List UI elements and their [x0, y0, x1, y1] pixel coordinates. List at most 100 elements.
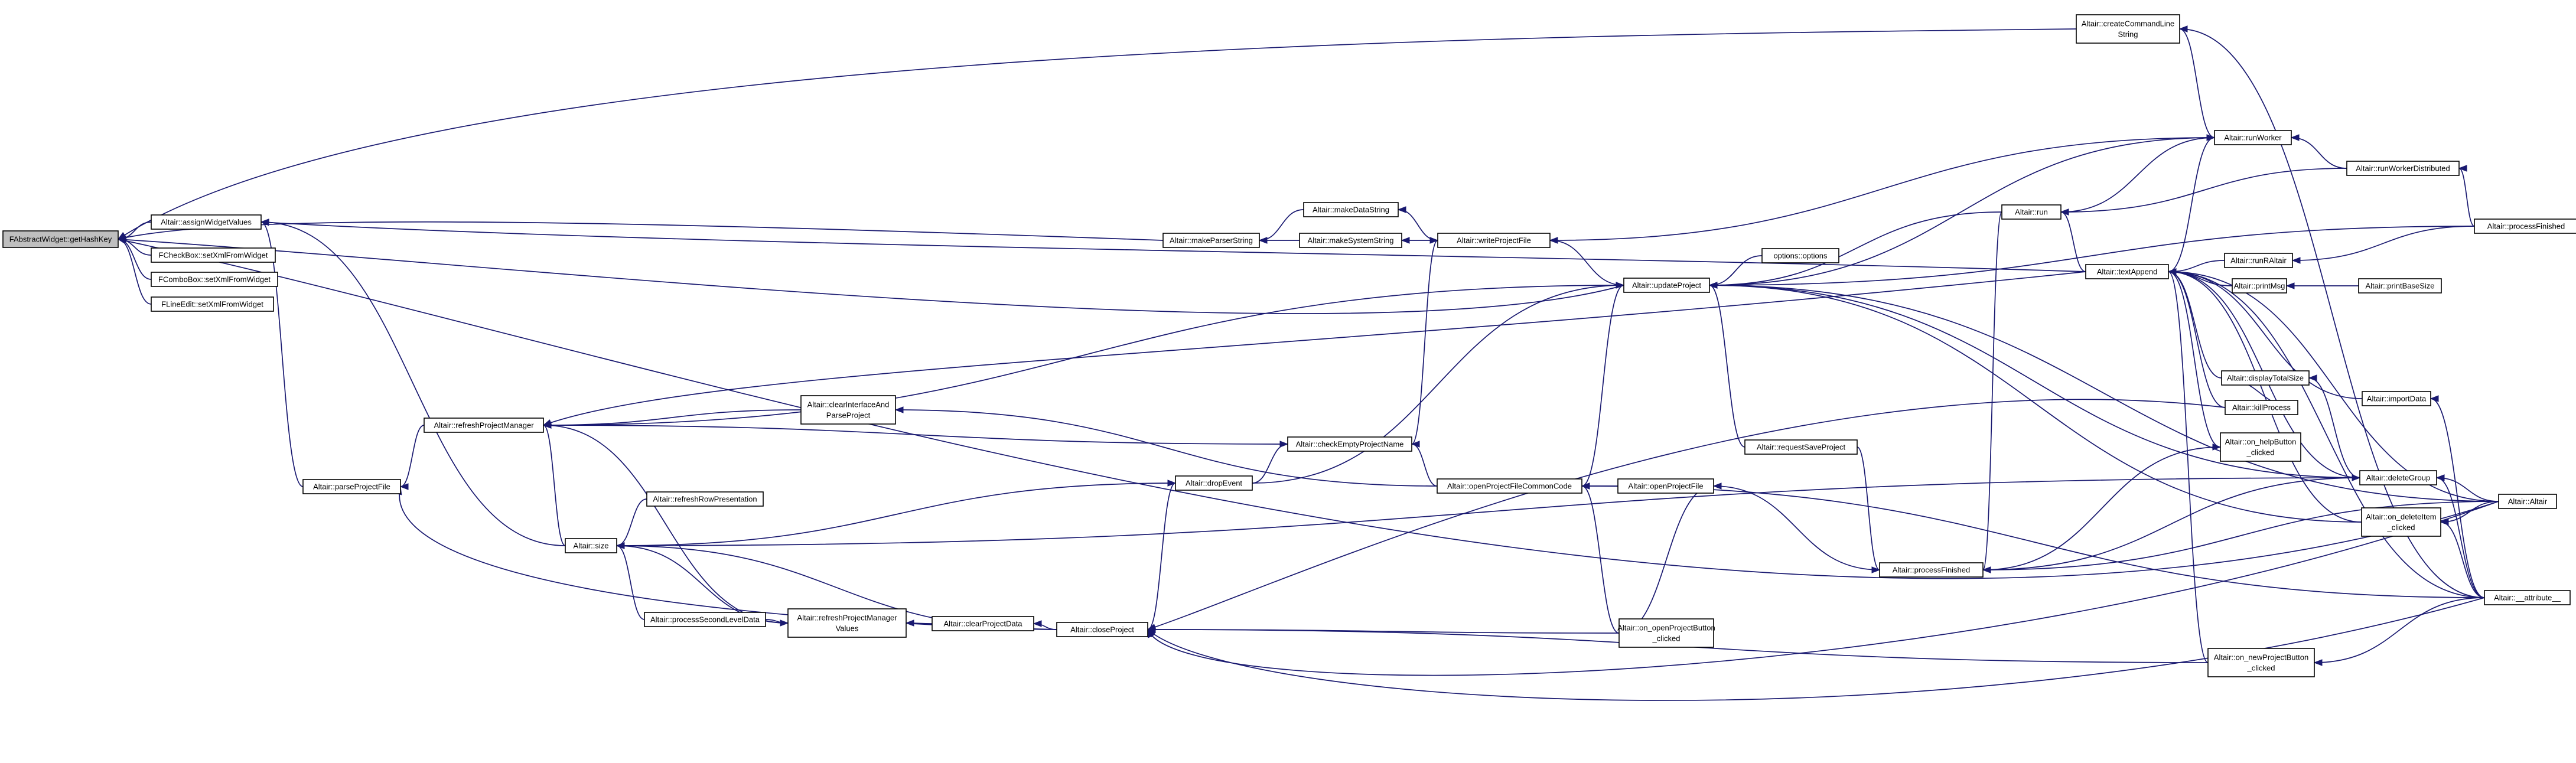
- node-onHelp[interactable]: Altair::on_helpButton_clicked: [2220, 432, 2301, 462]
- node-box: [151, 214, 262, 230]
- node-printBaseSize[interactable]: Altair::printBaseSize: [2358, 278, 2442, 294]
- node-fline[interactable]: FLineEdit::setXmlFromWidget: [151, 296, 274, 312]
- node-processFinished2[interactable]: Altair::processFinished: [2474, 219, 2576, 234]
- node-displayTotal[interactable]: Altair::displayTotalSize: [2221, 370, 2310, 386]
- call-edge-attribute-to-openCommon: [1581, 482, 2485, 598]
- edge-line: [1411, 240, 1438, 445]
- node-label: Altair::createCommandLine: [2082, 19, 2175, 28]
- edge-line: [2060, 168, 2347, 213]
- call-edge-attribute-to-importData: [2430, 395, 2485, 598]
- node-box: [1744, 439, 1858, 455]
- node-onNewProject[interactable]: Altair::on_newProjectButton_clicked: [2207, 648, 2315, 677]
- node-runWorker[interactable]: Altair::runWorker: [2214, 130, 2292, 145]
- call-edge-processFinished-to-openProjectFile: [1712, 482, 1880, 570]
- node-box: [1761, 248, 1839, 263]
- call-edge-checkEmpty-to-refreshPM: [542, 422, 1288, 445]
- node-dropEvent[interactable]: Altair::dropEvent: [1175, 475, 1253, 491]
- node-printMsg[interactable]: Altair::printMsg: [2232, 278, 2287, 294]
- edge-line: [543, 425, 1288, 445]
- node-killProcess[interactable]: Altair::killProcess: [2225, 400, 2298, 415]
- node-label: Altair::parseProjectFile: [313, 482, 390, 491]
- node-box: [151, 296, 274, 312]
- call-edge-textAppend-to-runWorker: [2168, 134, 2216, 272]
- edge-arrowhead: [1982, 566, 1991, 573]
- node-deleteGroup[interactable]: Altair::deleteGroup: [2359, 470, 2437, 485]
- node-textAppend[interactable]: Altair::textAppend: [2085, 264, 2169, 279]
- edge-line: [1411, 444, 1438, 487]
- edge-arrowhead: [399, 483, 409, 490]
- node-options[interactable]: options::options: [1761, 248, 1839, 263]
- node-box: [1617, 478, 1714, 494]
- edge-arrowhead: [1033, 620, 1042, 627]
- node-parseProjectFile[interactable]: Altair::parseProjectFile: [302, 479, 401, 494]
- node-runWorkerDist[interactable]: Altair::runWorkerDistributed: [2346, 161, 2460, 176]
- node-label: Altair::refreshProjectManager: [434, 421, 534, 430]
- node-fcombo[interactable]: FComboBox::setXmlFromWidget: [151, 272, 278, 287]
- node-refreshPM[interactable]: Altair::refreshProjectManager: [424, 418, 544, 433]
- node-refreshRow[interactable]: Altair::refreshRowPresentation: [646, 491, 764, 507]
- node-closeProject[interactable]: Altair::closeProject: [1056, 622, 1148, 637]
- node-updateProject[interactable]: Altair::updateProject: [1623, 278, 1710, 293]
- node-attribute[interactable]: Altair::__attribute__: [2484, 590, 2571, 605]
- call-edge-altairCtor-to-deleteGroup: [2435, 474, 2499, 502]
- node-box: [2221, 370, 2310, 386]
- node-box: [1623, 278, 1710, 293]
- node-makeSystem[interactable]: Altair::makeSystemString: [1299, 233, 1402, 248]
- call-edge-refreshPMV-to-refreshPM: [542, 422, 789, 624]
- node-box: [2220, 432, 2301, 462]
- node-label: Altair::on_helpButton: [2225, 438, 2297, 446]
- call-edge-dropEvent-to-checkEmpty: [1252, 441, 1289, 484]
- call-edge-size-to-assign: [260, 219, 566, 546]
- edge-line: [2168, 271, 2363, 399]
- edge-line: [2291, 137, 2347, 169]
- call-edge-processFinished2-to-runWorkerDist: [2458, 165, 2475, 227]
- edge-arrowhead: [1279, 441, 1289, 448]
- node-box: [1287, 436, 1412, 452]
- node-requestSave[interactable]: Altair::requestSaveProject: [1744, 439, 1858, 455]
- edge-line: [2440, 521, 2485, 598]
- call-edge-textAppend-to-run: [2060, 208, 2086, 272]
- edge-line: [1549, 137, 2215, 241]
- node-runRAltair[interactable]: Altair::runRAltair: [2224, 253, 2293, 268]
- call-edge-refreshPM-to-parseProjectFile: [399, 425, 425, 490]
- node-altairCtor[interactable]: Altair::Altair: [2498, 494, 2557, 509]
- edge-line: [2168, 260, 2225, 272]
- node-fcheck[interactable]: FCheckBox::setXmlFromWidget: [151, 247, 276, 263]
- edge-line: [2308, 377, 2360, 478]
- node-processSecond[interactable]: Altair::processSecondLevelData: [644, 612, 766, 627]
- call-edge-onOpenBtn-to-openProjectFile: [1618, 482, 1715, 634]
- node-openProjectFile[interactable]: Altair::openProjectFile: [1617, 478, 1714, 494]
- node-box: [787, 608, 907, 638]
- call-edge-createCmd-to-root: [117, 28, 2077, 240]
- node-importData[interactable]: Altair::importData: [2362, 391, 2431, 406]
- node-box: [1303, 202, 1399, 217]
- edge-line: [1581, 485, 1620, 634]
- node-root[interactable]: FAbstractWidget::getHashKey: [2, 230, 119, 248]
- node-makeParser[interactable]: Altair::makeParserString: [1162, 233, 1260, 248]
- node-onOpenBtn[interactable]: Altair::on_openProjectButton_clicked: [1617, 618, 1715, 648]
- node-makeData[interactable]: Altair::makeDataString: [1303, 202, 1399, 217]
- call-edge-killProcess-to-textAppend: [2167, 268, 2226, 408]
- node-label: _clicked: [1652, 634, 1681, 643]
- node-processFinished[interactable]: Altair::processFinished: [1879, 562, 1984, 578]
- node-writeProject[interactable]: Altair::writeProjectFile: [1437, 233, 1551, 248]
- edge-arrowhead: [2178, 25, 2188, 32]
- node-checkEmpty[interactable]: Altair::checkEmptyProjectName: [1287, 436, 1412, 452]
- node-box: [2214, 130, 2292, 145]
- edge-line: [2168, 271, 2233, 286]
- node-label: Altair::writeProjectFile: [1457, 236, 1531, 245]
- node-size[interactable]: Altair::size: [565, 538, 617, 553]
- node-onDeleteItem[interactable]: Altair::on_deleteItem_clicked: [2361, 507, 2441, 537]
- node-run[interactable]: Altair::run: [2001, 204, 2062, 220]
- edge-arrowhead: [2430, 395, 2439, 402]
- node-label: Altair::importData: [2367, 394, 2427, 403]
- node-clearProjectData[interactable]: Altair::clearProjectData: [932, 616, 1034, 631]
- node-assign[interactable]: Altair::assignWidgetValues: [151, 214, 262, 230]
- node-label: _clicked: [2246, 448, 2275, 457]
- node-openCommon[interactable]: Altair::openProjectFileCommonCode: [1437, 478, 1582, 494]
- edge-line: [1709, 255, 1763, 286]
- edge-line: [1581, 485, 2485, 598]
